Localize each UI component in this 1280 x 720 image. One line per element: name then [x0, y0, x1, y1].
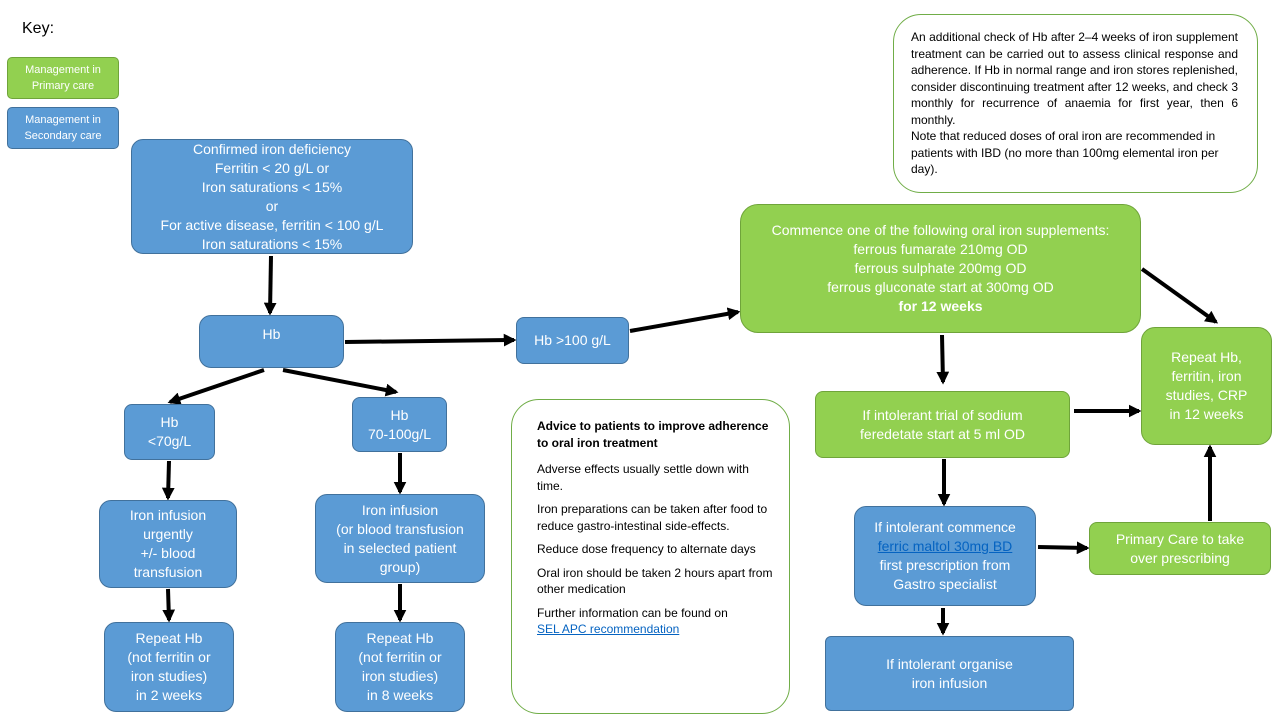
arrow-hb-to-lt70 [167, 368, 265, 405]
repeat-12wk-line-1: Repeat Hb, [1171, 349, 1242, 365]
repeat-12wk-line-2: ferritin, iron [1171, 368, 1242, 384]
primary-line-1: Primary Care to take [1115, 530, 1245, 547]
organise-line-2: iron infusion [911, 674, 988, 691]
sodium-feredetate-node: If intolerant trial of sodium feredetate… [815, 391, 1070, 458]
confirmed-line-2: Ferritin < 20 g/L or [214, 159, 330, 176]
key-secondary-line-1: Management in [25, 114, 101, 126]
ferric-maltol-link[interactable]: ferric maltol 30mg BD [877, 538, 1013, 554]
repeat-8wk-line-3: iron studies) [361, 668, 439, 684]
confirmed-line-5: For active disease, ferritin < 100 g/L [160, 216, 384, 233]
hb-lt70-line-1: Hb [160, 414, 179, 430]
repeat-12wk-line-3: studies, CRP [1165, 387, 1248, 403]
commence-oral-iron-node: Commence one of the following oral iron … [740, 204, 1141, 333]
advice-item-3: Reduce dose frequency to alternate days [537, 542, 756, 556]
hb-label: Hb [262, 326, 281, 342]
key-primary-line-2: Primary care [31, 80, 95, 92]
key-title: Key: [22, 20, 55, 37]
advice-further: Further information can be found on SEL … [537, 605, 775, 638]
maltol-line-3: first prescription from [879, 557, 1011, 573]
infusion-selected-line-3: in selected patient [343, 539, 457, 556]
advice-further-text: Further information can be found on [537, 605, 728, 620]
primary-care-takeover-node: Primary Care to take over prescribing [1089, 522, 1271, 575]
sel-apc-recommendation-link[interactable]: SEL APC recommendation [537, 622, 680, 636]
confirmed-line-3: Iron saturations < 15% [201, 178, 343, 195]
arrow-commence-to-repeat-12wk [1140, 267, 1219, 324]
confirmed-line-4: or [265, 197, 279, 214]
key-secondary-care: Management in Secondary care [7, 107, 119, 149]
organise-line-1: If intolerant organise [886, 655, 1013, 672]
commence-line-2: ferrous fumarate 210mg OD [853, 241, 1028, 257]
repeat-2wk-line-4: in 2 weeks [135, 687, 203, 703]
advice-title: Advice to patients to improve adherence … [537, 419, 769, 450]
repeat-hb-2-weeks-node: Repeat Hb (not ferritin or iron studies)… [104, 622, 234, 712]
infusion-urgent-line-2: urgently [143, 526, 193, 542]
arrow-hb-to-hb-gt100 [344, 333, 517, 347]
confirmed-line-1: Confirmed iron deficiency [193, 140, 351, 157]
arrow-commence-to-feredetate [936, 334, 950, 385]
infusion-urgent-line-3: +/- blood [140, 545, 196, 561]
repeat-8wk-line-1: Repeat Hb [366, 630, 434, 646]
repeat-12wk-line-4: in 12 weeks [1169, 406, 1244, 422]
repeat-8wk-line-2: (not ferritin or [358, 649, 442, 665]
commence-line-4: ferrous gluconate start at 300mg OD [827, 279, 1054, 295]
arrow-hb-to-70-100 [282, 368, 399, 397]
key-primary-line-1: Management in [25, 64, 101, 76]
arrow-infusion-to-repeat-2wk [162, 588, 176, 623]
note-paragraph-2: Note that reduced doses of oral iron are… [911, 129, 1219, 176]
feredetate-line-2: feredetate start at 5 ml OD [860, 425, 1025, 442]
hb-70-100-line-1: Hb [390, 406, 409, 423]
key-secondary-line-2: Secondary care [24, 130, 102, 142]
maltol-line-1: If intolerant commence [874, 519, 1016, 535]
arrow-lt70-to-infusion [161, 460, 175, 501]
commence-duration: for 12 weeks [898, 298, 983, 314]
patient-advice-box: Advice to patients to improve adherence … [511, 399, 790, 714]
arrow-maltol-to-primary [1037, 541, 1090, 555]
confirmed-iron-deficiency-node: Confirmed iron deficiency Ferritin < 20 … [131, 139, 413, 254]
iron-infusion-urgent-node: Iron infusion urgently +/- blood transfu… [99, 500, 237, 588]
advice-item-1: Adverse effects usually settle down with… [537, 462, 749, 493]
feredetate-line-1: If intolerant trial of sodium [862, 406, 1023, 423]
ferric-maltol-node: If intolerant commence ferric maltol 30m… [854, 506, 1036, 606]
organise-iron-infusion-node: If intolerant organise iron infusion [825, 636, 1074, 711]
additional-check-note: An additional check of Hb after 2–4 week… [893, 14, 1258, 193]
infusion-selected-line-1: Iron infusion [361, 501, 439, 518]
repeat-hb-12-weeks-node: Repeat Hb, ferritin, iron studies, CRP i… [1141, 327, 1272, 445]
maltol-line-4: Gastro specialist [893, 576, 997, 592]
hb-lt70-line-2: <70g/L [147, 433, 192, 449]
advice-item-2: Iron preparations can be taken after foo… [537, 502, 768, 533]
arrow-gt100-to-commence [629, 307, 741, 333]
repeat-hb-8-weeks-node: Repeat Hb (not ferritin or iron studies)… [335, 622, 465, 712]
key-primary-care: Management in Primary care [7, 57, 119, 99]
commence-line-3: ferrous sulphate 200mg OD [854, 260, 1027, 276]
confirmed-line-6: Iron saturations < 15% [201, 235, 343, 252]
infusion-selected-line-4: group) [379, 558, 421, 575]
repeat-8wk-line-4: in 8 weeks [366, 687, 434, 703]
arrow-confirmed-to-hb [263, 255, 277, 316]
primary-line-2: over prescribing [1130, 549, 1230, 566]
repeat-2wk-line-3: iron studies) [130, 668, 208, 684]
hb-gt100-label: Hb >100 g/L [534, 332, 611, 348]
repeat-2wk-line-1: Repeat Hb [135, 630, 203, 646]
infusion-urgent-line-4: transfusion [133, 564, 203, 580]
commence-line-1: Commence one of the following oral iron … [771, 222, 1110, 238]
advice-item-4: Oral iron should be taken 2 hours apart … [537, 565, 773, 597]
hb-gt100-node: Hb >100 g/L [516, 317, 629, 364]
infusion-selected-line-2: (or blood transfusion [336, 520, 464, 537]
repeat-2wk-line-2: (not ferritin or [127, 649, 211, 665]
infusion-urgent-line-1: Iron infusion [129, 507, 207, 523]
note-paragraph-1: An additional check of Hb after 2–4 week… [911, 30, 1238, 127]
hb-node: Hb [199, 315, 344, 368]
hb-lt70-node: Hb <70g/L [124, 404, 215, 460]
hb-70-100-node: Hb 70-100g/L [352, 397, 447, 452]
hb-70-100-line-2: 70-100g/L [367, 425, 432, 442]
iron-infusion-selected-node: Iron infusion (or blood transfusion in s… [315, 494, 485, 583]
